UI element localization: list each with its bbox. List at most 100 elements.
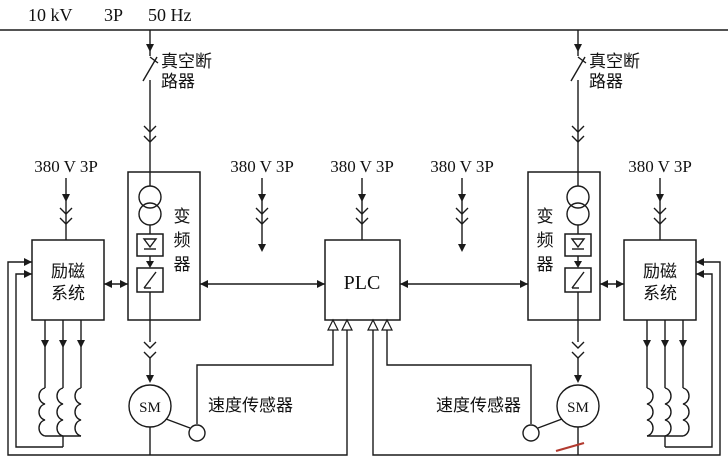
converter-label-char: 频 — [537, 231, 554, 250]
signal-arrow-into-plc — [381, 318, 393, 331]
frequency-converter-right: 变 频 器 — [527, 171, 601, 383]
link-arrow — [616, 280, 624, 288]
feedback-arrow — [696, 258, 704, 266]
speed-sensor-label: 速度传感器 — [208, 396, 293, 415]
link-arrow — [120, 280, 128, 288]
plc-signal-wiring — [150, 330, 578, 456]
lv-feed-4: 380 V 3P — [430, 157, 494, 252]
signal-arrow-into-plc — [367, 318, 379, 331]
inverter-icon — [564, 267, 592, 293]
link-arrow — [520, 280, 528, 288]
excitation-label-line1: 励磁 — [643, 262, 677, 281]
coil — [56, 387, 64, 437]
flow-arrow — [41, 340, 49, 348]
signal-arrow-into-plc — [341, 318, 353, 331]
flow-arrow — [458, 194, 466, 202]
excitation-box — [623, 239, 697, 321]
motor-signal-left — [150, 330, 348, 456]
excitation-box — [31, 239, 105, 321]
motor-left: SM 速度传感器 — [128, 384, 293, 455]
lv-feed-1: 380 V 3P — [34, 157, 98, 240]
flow-arrow — [358, 194, 366, 202]
excitation-system-right: 励磁 系统 — [623, 239, 697, 321]
feedback-wiring-left — [7, 258, 150, 456]
flow-arrow — [643, 340, 651, 348]
lv-feed-label: 380 V 3P — [330, 157, 394, 176]
converter-label-char: 变 — [537, 207, 554, 226]
lv-feed-5: 380 V 3P — [628, 157, 692, 240]
excitation-label-line1: 励磁 — [51, 262, 85, 281]
excitation-label-line2: 系统 — [643, 284, 677, 303]
flow-arrow — [258, 194, 266, 202]
flow-arrow — [656, 194, 664, 202]
rectifier-icon — [136, 233, 164, 257]
converter-label-char: 频 — [174, 231, 191, 250]
link-arrow — [400, 280, 408, 288]
plc: PLC — [324, 239, 401, 331]
motor-label: SM — [567, 400, 589, 416]
lv-feed-label: 380 V 3P — [34, 157, 98, 176]
link-arrow — [600, 280, 608, 288]
vacuum-breaker-symbol-right — [570, 56, 587, 82]
incomer-right: 真空断 路器 — [570, 30, 640, 172]
motor-signal-right — [372, 330, 578, 456]
coil — [646, 387, 654, 437]
lv-feed-3: 380 V 3P — [330, 157, 394, 240]
vacuum-breaker-label-left-line1: 真空断 — [161, 52, 212, 71]
cable-mark — [143, 341, 157, 359]
feedback-wiring-right — [578, 258, 721, 456]
vacuum-breaker-label-left-line2: 路器 — [161, 72, 195, 91]
flow-arrow — [661, 340, 669, 348]
motor-right: SM 速度传感器 — [436, 384, 600, 455]
speed-sensor-symbol — [522, 424, 540, 442]
feedback-line — [7, 261, 150, 456]
flow-arrow — [146, 375, 154, 383]
red-annotation-mark — [555, 441, 585, 453]
motor-label: SM — [139, 400, 161, 416]
speed-sensor-symbol — [188, 424, 206, 442]
inverter-icon — [136, 267, 164, 293]
converter-label-char: 器 — [174, 255, 191, 274]
signal-arrow-into-plc — [327, 318, 339, 331]
field-winding-left — [38, 320, 85, 447]
rectifier-icon — [564, 233, 592, 257]
flow-arrow — [574, 375, 582, 383]
bus-frequency-label: 50 Hz — [148, 5, 192, 25]
cable-mark — [571, 341, 585, 359]
flow-arrow — [458, 244, 466, 252]
frequency-converter-left: 变 频 器 — [127, 171, 201, 383]
comm-links — [104, 280, 624, 288]
link-arrow — [104, 280, 112, 288]
link-arrow — [317, 280, 325, 288]
flow-arrow — [574, 261, 582, 268]
converter-label-char: 变 — [174, 207, 191, 226]
flow-arrow — [574, 44, 582, 52]
plc-label: PLC — [344, 272, 381, 294]
lv-feed-2: 380 V 3P — [230, 157, 294, 252]
feedback-arrow — [24, 258, 32, 266]
feedback-arrow — [696, 270, 704, 278]
coil — [74, 387, 82, 437]
link-arrow — [200, 280, 208, 288]
flow-arrow — [679, 340, 687, 348]
vacuum-breaker-label-right-line1: 真空断 — [589, 52, 640, 71]
speed-sensor-label: 速度传感器 — [436, 396, 521, 415]
bus-voltage-label: 10 kV — [28, 5, 73, 25]
incomer-left: 真空断 路器 — [142, 30, 212, 172]
plc-box — [324, 239, 401, 321]
coil — [682, 387, 690, 437]
vacuum-breaker-symbol-left — [142, 56, 159, 82]
flow-arrow — [258, 244, 266, 252]
lv-feed-label: 380 V 3P — [628, 157, 692, 176]
field-winding-right — [643, 320, 690, 447]
hv-bus: 10 kV 3P 50 Hz — [0, 5, 728, 31]
coil — [38, 387, 46, 437]
sensor-signal-right — [386, 330, 532, 424]
feedback-line — [578, 261, 721, 456]
feedback-arrow — [24, 270, 32, 278]
converter-label-char: 器 — [537, 255, 554, 274]
flow-arrow — [146, 261, 154, 268]
sensor-signal-left — [196, 330, 334, 424]
